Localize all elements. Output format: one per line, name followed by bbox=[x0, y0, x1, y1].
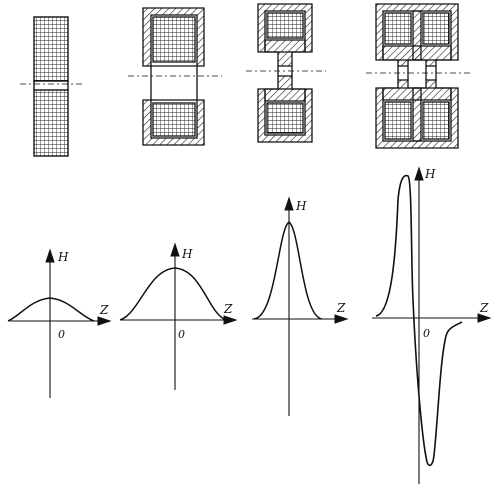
plot-3-z-arrow bbox=[334, 314, 349, 324]
plot-3-h-label: H bbox=[295, 199, 307, 213]
plot-2-h-label: H bbox=[181, 247, 193, 261]
field-plot-1 bbox=[7, 248, 112, 398]
plot-2-z-label: Z bbox=[223, 302, 233, 316]
coil-1-bare-winding bbox=[20, 16, 82, 157]
coil-4-winding-bottom-right bbox=[422, 101, 450, 140]
plot-2-origin-label: 0 bbox=[178, 328, 185, 341]
plot-2-field-curve bbox=[119, 267, 227, 321]
plot-2-z-arrow bbox=[223, 315, 238, 325]
coil-3-winding-bottom bbox=[266, 102, 304, 134]
coil-2-winding-top bbox=[152, 16, 196, 63]
plot-4-z-arrow bbox=[477, 313, 492, 323]
plot-1-h-label: H bbox=[57, 250, 69, 264]
plot-1-z-label: Z bbox=[99, 303, 109, 317]
coil-3-winding-top bbox=[266, 12, 304, 39]
coil-4-winding-top-right bbox=[422, 12, 450, 45]
plot-4-z-label: Z bbox=[479, 301, 489, 315]
plot-1-field-curve bbox=[7, 297, 95, 322]
coil-1-winding-bottom bbox=[33, 89, 69, 157]
plot-1-z-arrow bbox=[97, 316, 112, 326]
coil-2-bore bbox=[150, 66, 198, 100]
plot-2-h-arrow bbox=[170, 242, 180, 257]
plot-4-origin-label: 0 bbox=[423, 327, 430, 340]
field-plot-4 bbox=[372, 166, 492, 484]
field-plot-2 bbox=[119, 242, 238, 390]
coil-2-winding-bottom bbox=[152, 102, 196, 137]
coil-2-iron-shell bbox=[128, 7, 222, 146]
coil-3-pole-upper bbox=[264, 39, 306, 67]
coil-3-pole-pieces bbox=[246, 3, 326, 143]
plot-4-field-curve bbox=[375, 174, 463, 467]
plot-4-h-label: H bbox=[424, 167, 436, 181]
coil-1-winding-top bbox=[33, 16, 69, 82]
coil-4-poles-lower bbox=[382, 79, 452, 101]
coil-4-poles-upper bbox=[382, 45, 452, 67]
plot-3-h-arrow bbox=[284, 196, 294, 211]
coil-2-shell-bottom bbox=[142, 99, 205, 146]
plot-3-field-curve bbox=[253, 221, 323, 320]
coil-4-double-gap bbox=[366, 3, 470, 149]
coil-3-pole-lower bbox=[264, 75, 306, 102]
field-plot-3 bbox=[252, 196, 349, 416]
plot-1-origin-label: 0 bbox=[58, 328, 65, 341]
plot-1-h-arrow bbox=[45, 248, 55, 263]
coil-1-bore bbox=[33, 81, 69, 90]
plot-4-h-arrow bbox=[414, 166, 424, 181]
coil-4-winding-top-left bbox=[384, 12, 412, 45]
plot-3-z-label: Z bbox=[336, 301, 346, 315]
coil-4-winding-bottom-left bbox=[384, 101, 412, 140]
